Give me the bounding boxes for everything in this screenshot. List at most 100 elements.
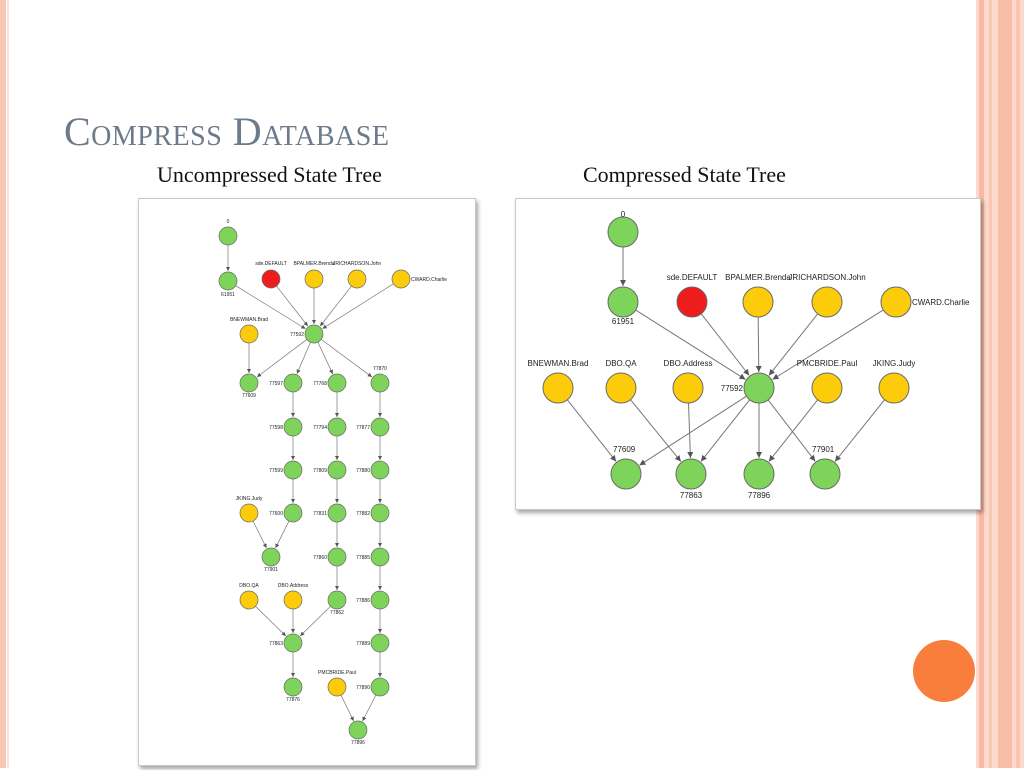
- node-label-uc3: 77880: [356, 468, 370, 474]
- node-upmc: [327, 677, 347, 697]
- node-label-u77863: 77863: [269, 641, 283, 647]
- node-label-usde: sde.DEFAULT: [255, 261, 287, 267]
- node-ub2: [327, 417, 347, 437]
- node-uc5: [370, 547, 390, 567]
- node-ub4: [327, 503, 347, 523]
- node-ua2: [283, 417, 303, 437]
- node-label-77896: 77896: [748, 491, 771, 500]
- node-uc8: [370, 677, 390, 697]
- node-label-ub4: 77831: [313, 511, 327, 517]
- node-ub1: [327, 373, 347, 393]
- node-label-77863: 77863: [680, 491, 703, 500]
- node-77896: [743, 458, 775, 490]
- node-label-uc4: 77882: [356, 511, 370, 517]
- node-label-uc2: 77877: [356, 425, 370, 431]
- edge-77592-to-77609: [639, 395, 747, 466]
- node-uc7: [370, 633, 390, 653]
- edge-u77592-to-uc1: [321, 339, 373, 378]
- node-u77609: [239, 373, 259, 393]
- node-0: [607, 216, 639, 248]
- node-u77896: [348, 720, 368, 740]
- node-77609: [610, 458, 642, 490]
- node-label-ubn: BNEWMAN.Brad: [230, 317, 268, 323]
- node-label-cward: CWARD.Charlie: [912, 298, 970, 307]
- edge-u77592-to-u77609: [256, 339, 308, 378]
- node-label-dboaddr: DBO.Address: [664, 359, 713, 368]
- node-ubp: [304, 269, 324, 289]
- node-ua3: [283, 460, 303, 480]
- node-77863: [675, 458, 707, 490]
- node-label-u0: 0: [227, 219, 230, 225]
- edge-jking-to-77901: [834, 399, 886, 462]
- node-label-77901: 77901: [812, 445, 835, 454]
- node-label-ub1: 77768: [313, 381, 327, 387]
- edge-61951-to-77592: [635, 309, 746, 380]
- edge-usde-to-u77592: [276, 285, 309, 327]
- node-u77901: [261, 547, 281, 567]
- node-label-ubp: BPALMER.Brenda: [293, 261, 334, 267]
- uncompressed-caption: Uncompressed State Tree: [157, 162, 382, 187]
- node-label-uc7: 77889: [356, 641, 370, 647]
- node-label-u77896: 77896: [351, 740, 365, 746]
- node-bnewman: [542, 372, 574, 404]
- edge-cward-to-77592: [772, 309, 884, 380]
- node-77901: [809, 458, 841, 490]
- node-ub3: [327, 460, 347, 480]
- edge-u77592-to-ub1: [317, 341, 334, 375]
- node-label-bpalmer: BPALMER.Brenda: [725, 273, 791, 282]
- node-label-pmcbride: PMCBRIDE.Paul: [797, 359, 858, 368]
- left-accent-stripe-thin: [7, 0, 9, 768]
- node-ub6: [327, 590, 347, 610]
- node-u61951: [218, 271, 238, 291]
- node-label-jking: JKING.Judy: [873, 359, 916, 368]
- node-ubn: [239, 324, 259, 344]
- node-label-ua1: 77597: [269, 381, 283, 387]
- node-label-uqa: DBO.QA: [239, 583, 259, 589]
- node-bpalmer: [742, 286, 774, 318]
- edge-pmcbride-to-77896: [768, 399, 819, 462]
- left-accent-stripe: [0, 0, 6, 768]
- node-jking: [878, 372, 910, 404]
- edge-ujr-to-u77592: [319, 285, 352, 327]
- node-uc3: [370, 460, 390, 480]
- node-dboqa: [605, 372, 637, 404]
- node-ujk: [239, 503, 259, 523]
- node-uc4: [370, 503, 390, 523]
- node-label-ua3: 77599: [269, 468, 283, 474]
- node-label-61951: 61951: [612, 317, 635, 326]
- node-label-u61951: 61951: [221, 292, 235, 298]
- node-ua1: [283, 373, 303, 393]
- node-label-0: 0: [621, 210, 626, 219]
- node-label-jrichardson: JRICHARDSON.John: [788, 273, 865, 282]
- node-ujr: [347, 269, 367, 289]
- node-label-u77592: 77592: [290, 332, 304, 338]
- node-77592: [743, 372, 775, 404]
- node-label-ua2: 77598: [269, 425, 283, 431]
- node-usde: [261, 269, 281, 289]
- node-label-dboqa: DBO.QA: [605, 359, 637, 368]
- edge-u77592-to-ua1: [296, 342, 311, 374]
- node-label-ub2: 77794: [313, 425, 327, 431]
- edge-uc8-to-u77896: [362, 694, 377, 722]
- node-label-ucw: CWARD.Charlie: [411, 277, 447, 283]
- node-u77592: [304, 324, 324, 344]
- node-ub5: [327, 547, 347, 567]
- edge-dboaddr-to-77863: [687, 402, 694, 459]
- edge-ua4-to-u77901: [275, 520, 290, 549]
- edge-ujk-to-u77901: [252, 520, 267, 549]
- node-label-uaddr: DBO.Address: [278, 583, 309, 589]
- edge-u61951-to-u77592: [235, 285, 306, 330]
- node-uc1: [370, 373, 390, 393]
- node-label-uc5: 77885: [356, 555, 370, 561]
- node-uaddr: [283, 590, 303, 610]
- node-cward: [880, 286, 912, 318]
- node-label-77592: 77592: [721, 384, 744, 393]
- edge-jrichardson-to-77592: [768, 313, 819, 376]
- edge-upmc-to-u77896: [340, 694, 354, 722]
- node-uc2: [370, 417, 390, 437]
- node-label-ub5: 77860: [313, 555, 327, 561]
- node-label-77609: 77609: [613, 445, 636, 454]
- edge-bnewman-to-77609: [566, 399, 617, 462]
